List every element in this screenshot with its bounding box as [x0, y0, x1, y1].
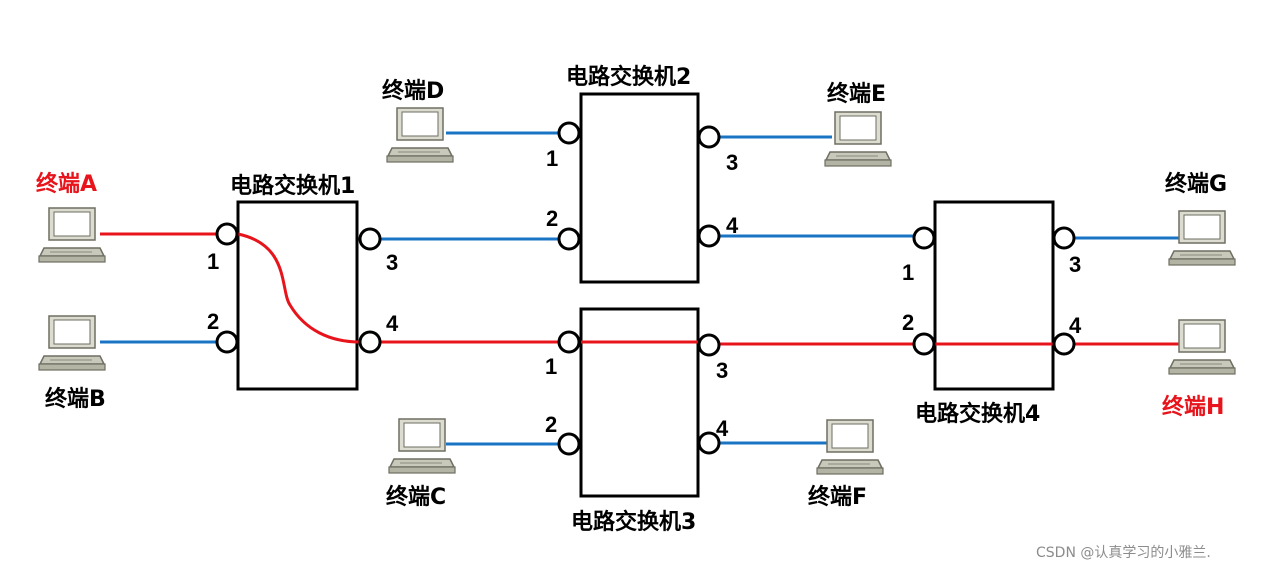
s1-port-4: [358, 330, 382, 354]
s1-port-1-number: 1: [207, 249, 219, 274]
s4-port-2: [912, 332, 936, 356]
terminal-e-computer-icon: [824, 111, 892, 167]
terminal-c-computer-icon: [388, 418, 456, 474]
terminal-a-label: 终端A: [36, 171, 97, 197]
s1-port-3: [358, 227, 382, 251]
s3-port-1: [557, 330, 581, 354]
s3-port-1-number: 1: [545, 354, 557, 379]
s4-port-3: [1052, 226, 1076, 250]
switch-3-box: [579, 307, 700, 498]
terminal-a-computer-icon: [38, 207, 106, 263]
switch-4-label: 电路交换机4: [915, 401, 1040, 427]
s4-port-4-number: 4: [1069, 313, 1082, 338]
terminal-f-label: 终端F: [808, 484, 867, 510]
s1-port-4-number: 4: [386, 311, 399, 336]
s2-port-1: [557, 121, 581, 145]
terminal-b-computer-icon: [38, 315, 106, 371]
watermark: CSDN @认真学习的小雅兰.: [1036, 545, 1211, 561]
terminal-g-computer-icon: [1168, 210, 1236, 266]
terminal-h-computer-icon: [1168, 319, 1236, 375]
s1-port-3-number: 3: [386, 250, 398, 275]
s1-port-1: [215, 222, 239, 246]
terminal-g-label: 终端G: [1165, 171, 1227, 197]
s4-port-3-number: 3: [1069, 252, 1081, 277]
s2-port-1-number: 1: [546, 146, 558, 171]
s3-port-3-number: 3: [716, 358, 728, 383]
s3-port-4-number: 4: [716, 416, 729, 441]
s3-port-2: [557, 432, 581, 456]
switch-1-label: 电路交换机1: [230, 173, 355, 199]
s3-port-3: [697, 333, 721, 357]
s2-port-4: [697, 224, 721, 248]
ports: [215, 121, 1076, 456]
terminal-c-label: 终端C: [386, 484, 446, 510]
s2-port-3: [697, 125, 721, 149]
terminal-f-computer-icon: [816, 419, 884, 475]
terminal-d-label: 终端D: [382, 78, 444, 104]
terminal-h-label: 终端H: [1162, 394, 1224, 420]
terminal-e-label: 终端E: [827, 81, 886, 107]
s2-port-4-number: 4: [726, 213, 739, 238]
s4-port-1-number: 1: [902, 260, 914, 285]
s1-port-2-number: 2: [207, 309, 219, 334]
s4-port-1: [912, 226, 936, 250]
switch-4-box: [933, 200, 1055, 391]
s4-port-2-number: 2: [902, 310, 914, 335]
switch-2-box: [579, 92, 700, 284]
terminal-b-label: 终端B: [45, 386, 106, 412]
s1-port-2: [215, 330, 239, 354]
switch-2-label: 电路交换机2: [566, 64, 691, 90]
s2-port-3-number: 3: [726, 150, 738, 175]
s4-port-4: [1052, 332, 1076, 356]
terminal-d-computer-icon: [386, 107, 454, 163]
switch-1-box: [236, 200, 359, 391]
s3-port-2-number: 2: [545, 412, 557, 437]
s2-port-2-number: 2: [546, 206, 558, 231]
s1-internal-path-overlay: [237, 232, 361, 344]
s3-port-4: [697, 431, 721, 455]
s2-port-2: [557, 227, 581, 251]
switch-3-label: 电路交换机3: [571, 509, 696, 535]
